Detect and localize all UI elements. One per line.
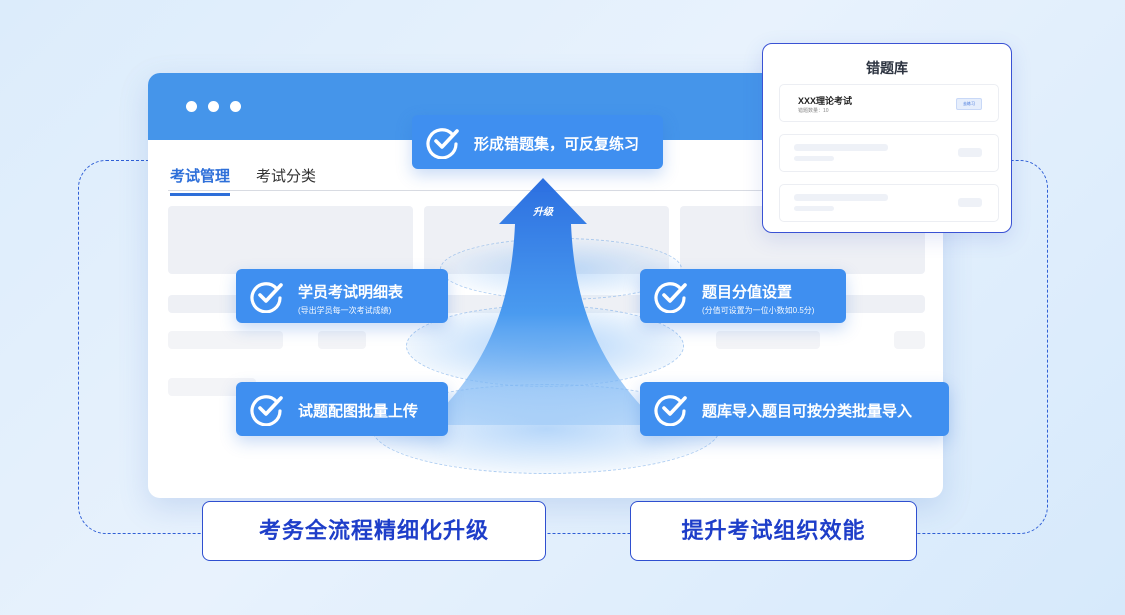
wrong-bank-item[interactable]: XXX理论考试 错题数量：10 去练习 <box>779 84 999 122</box>
placeholder-bar <box>958 148 982 157</box>
tab-exam-management[interactable]: 考试管理 <box>170 165 231 196</box>
wrong-question-bank-panel: 错题库 XXX理论考试 错题数量：10 去练习 <box>762 43 1012 233</box>
tab-exam-category[interactable]: 考试分类 <box>256 168 317 185</box>
practice-button[interactable]: 去练习 <box>956 98 982 110</box>
placeholder-bar <box>794 144 888 151</box>
feature-title: 题目分值设置 <box>702 284 793 301</box>
wrong-count: 错题数量：10 <box>798 108 829 114</box>
check-circle-icon <box>654 282 687 313</box>
window-dot-icon <box>208 101 219 112</box>
window-dot-icon <box>186 101 197 112</box>
placeholder-card <box>168 206 413 274</box>
feature-subtitle: (导出学员每一次考试成绩) <box>298 306 392 315</box>
placeholder-cell <box>894 331 925 349</box>
feature-bank-import-by-category: 题库导入题目可按分类批量导入 <box>640 382 949 436</box>
placeholder-cell <box>168 331 283 349</box>
label-full-process-upgrade: 考务全流程精细化升级 <box>202 501 546 561</box>
feature-title: 试题配图批量上传 <box>298 403 419 420</box>
placeholder-cell <box>168 378 256 396</box>
feature-title: 形成错题集，可反复练习 <box>474 136 640 153</box>
check-circle-icon <box>654 395 687 426</box>
feature-wrong-question-set: 形成错题集，可反复练习 <box>412 115 663 169</box>
feature-title: 题库导入题目可按分类批量导入 <box>702 403 913 420</box>
check-circle-icon <box>250 395 283 426</box>
placeholder-bar <box>794 156 834 161</box>
check-circle-icon <box>250 282 283 313</box>
window-dot-icon <box>230 101 241 112</box>
placeholder-bar <box>794 194 888 201</box>
placeholder-cell <box>318 331 366 349</box>
panel-title: 错题库 <box>866 60 908 76</box>
wrong-bank-item-placeholder <box>779 184 999 222</box>
placeholder-cell <box>716 331 820 349</box>
feature-title: 学员考试明细表 <box>298 284 404 301</box>
feature-subtitle: (分值可设置为一位小数如0.5分) <box>702 306 815 315</box>
placeholder-bar <box>958 198 982 207</box>
feature-score-setting: 题目分值设置 (分值可设置为一位小数如0.5分) <box>640 269 846 323</box>
arrow-label: 升级 <box>532 206 554 218</box>
tab-bar: 考试管理 考试分类 <box>170 165 316 196</box>
wrong-bank-item-placeholder <box>779 134 999 172</box>
upgrade-arrow-icon: 升级 <box>426 178 660 425</box>
exam-name: XXX理论考试 <box>798 96 853 106</box>
placeholder-bar <box>794 206 834 211</box>
feature-batch-image-upload: 试题配图批量上传 <box>236 382 448 436</box>
feature-student-exam-detail: 学员考试明细表 (导出学员每一次考试成绩) <box>236 269 448 323</box>
label-improve-exam-efficiency: 提升考试组织效能 <box>630 501 917 561</box>
check-circle-icon <box>426 128 459 159</box>
